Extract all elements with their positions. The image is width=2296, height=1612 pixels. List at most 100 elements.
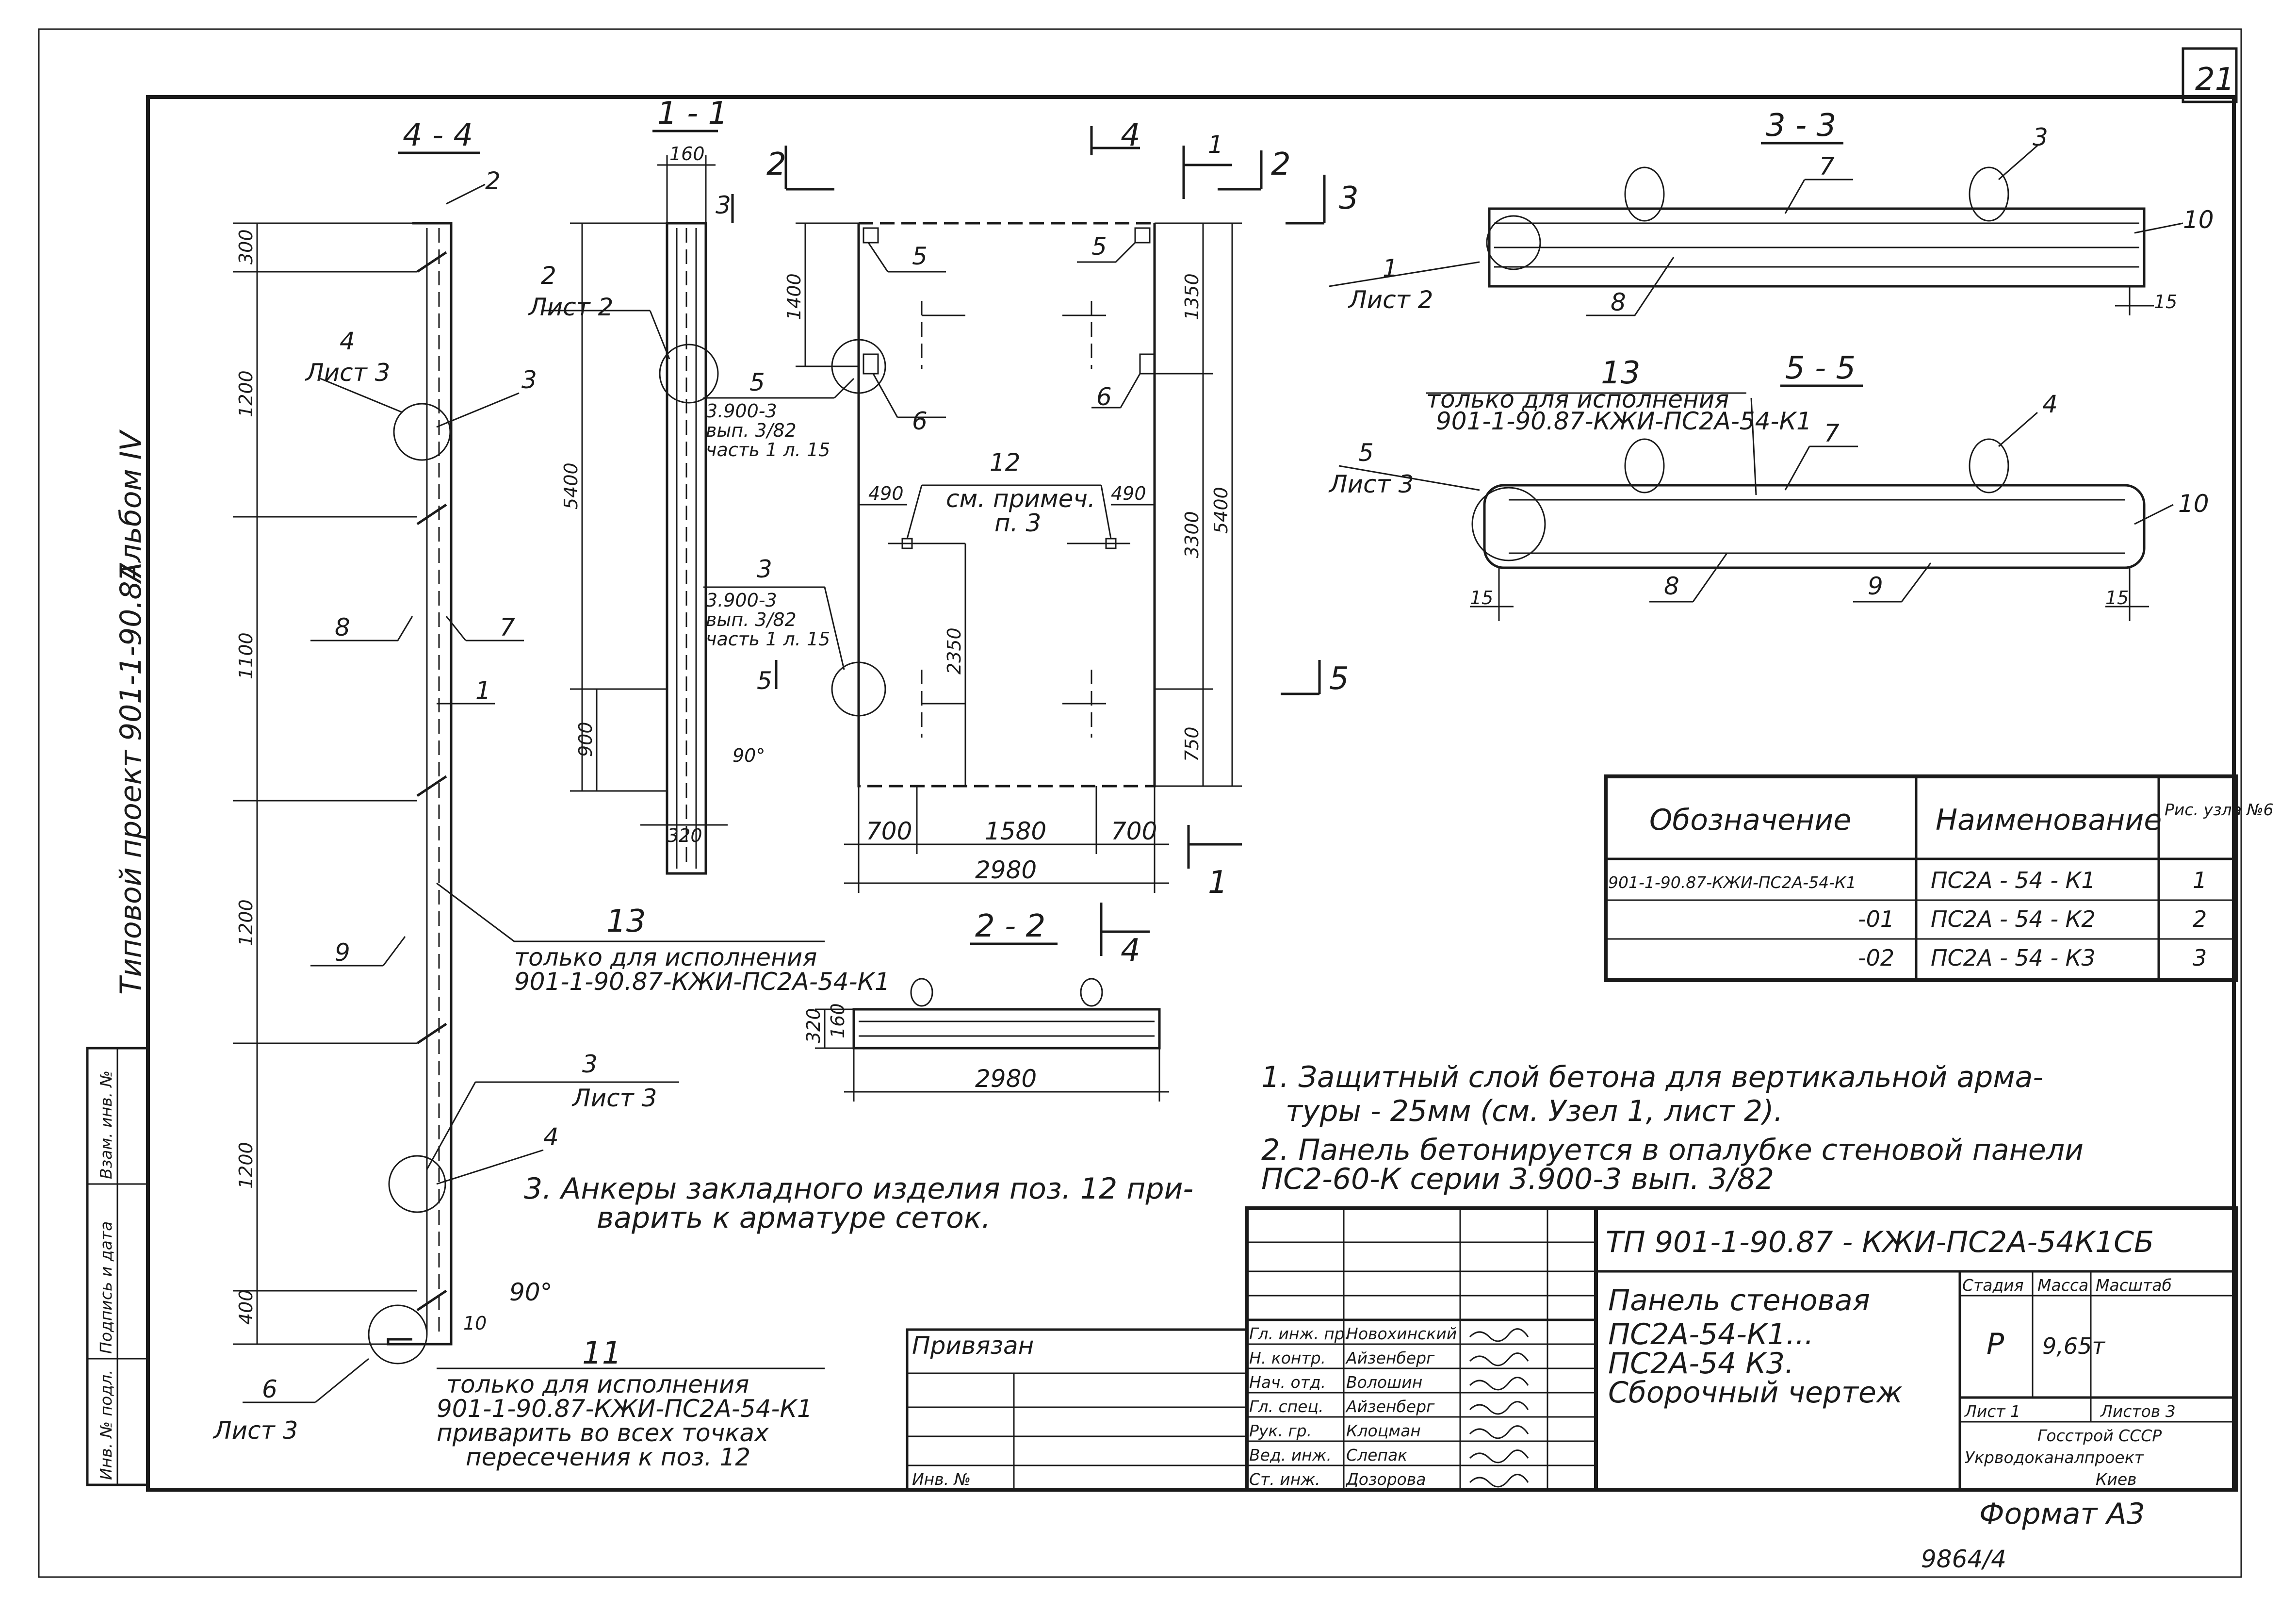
node-2-circle — [659, 344, 719, 404]
role-6: Вед. инж. — [1249, 1446, 1332, 1464]
callout-11-text3: приварить во всех точках — [437, 1419, 769, 1447]
note-3b: варить к арматуре сеток. — [597, 1201, 991, 1235]
mass-header: Масса — [2037, 1276, 2088, 1295]
callout-10-33: 10 — [2183, 206, 2214, 234]
callout-3-ref3: часть 1 л. 15 — [706, 628, 830, 650]
sheet-number-box — [2182, 47, 2238, 103]
section-1-1-title: 1 - 1 — [657, 96, 728, 132]
callout-4: 4 — [340, 327, 355, 355]
callout-11-text4: пересечения к поз. 12 — [466, 1443, 750, 1471]
person-7: Дозорова — [1345, 1470, 1426, 1489]
dim-160-22: 160 — [827, 1003, 848, 1038]
side-album-text: Альбом IV — [114, 429, 148, 584]
cut-5-left: 5 — [757, 667, 772, 695]
role-1: Гл. инж. пр. — [1249, 1324, 1350, 1343]
cut-2-top2: 2 — [1271, 147, 1291, 182]
binding-label: Привязан — [912, 1332, 1034, 1360]
callout-13-55-text2: 901-1-90.87-КЖИ-ПС2А-54-К1 — [1436, 407, 1812, 435]
callout-11-text2: 901-1-90.87-КЖИ-ПС2А-54-К1 — [437, 1395, 813, 1423]
callout-5-55: 5 — [1358, 439, 1374, 467]
callout-11-text1: только для исполнения — [446, 1370, 749, 1398]
role-7: Ст. инж. — [1249, 1470, 1320, 1489]
dim-700-left: 700 — [866, 817, 912, 845]
outer-frame — [38, 28, 2242, 1578]
callout-4b: 4 — [543, 1123, 559, 1151]
side-col-replace: Взам. инв. № — [97, 1070, 115, 1179]
callout-13-55: 13 — [1601, 355, 1640, 391]
dim-1200-top: 1200 — [235, 370, 257, 417]
side-col-inv: Инв. № подл. — [97, 1369, 115, 1480]
person-5: Клоцман — [1346, 1421, 1421, 1440]
callout-4-sheet: Лист 3 — [305, 359, 390, 387]
dim-320-22: 320 — [803, 1008, 824, 1043]
callout-2-11: 2 — [541, 262, 556, 290]
callout-8-55: 8 — [1664, 572, 1679, 600]
callout-9: 9 — [335, 938, 350, 967]
scale-header: Масштаб — [2096, 1276, 2172, 1295]
callout-5b: 5 — [1091, 232, 1107, 261]
spec-row3-name: ПС2А - 54 - К3 — [1931, 945, 2096, 971]
format-label: Формат А3 — [1979, 1497, 2145, 1531]
title-block: ТП 901-1-90.87 - КЖИ-ПС2А-54К1СБ Панель … — [1245, 1206, 2238, 1492]
sheet-number: 21 — [2195, 62, 2234, 98]
section-5-5-title: 5 - 5 — [1785, 350, 1856, 386]
cut-4-bottom: 4 — [1121, 933, 1140, 969]
dim-700-right: 700 — [1111, 817, 1157, 845]
callout-12-note2: п. 3 — [994, 509, 1041, 537]
section-5-5: 5 - 5 13 только для исполнения 901-1-90.… — [1328, 350, 2209, 621]
callout-7-55: 7 — [1824, 419, 1840, 447]
dim-90-11: 90° — [733, 745, 765, 766]
section-4-4-title: 4 - 4 — [403, 117, 473, 153]
callout-3-ref2: вып. 3/82 — [706, 609, 797, 630]
callout-13-55-text1: только для исполнения — [1426, 385, 1729, 413]
callout-12-note1: см. примеч. — [946, 485, 1095, 513]
callout-3b-sheet: Лист 3 — [571, 1084, 657, 1112]
panel-elevation: 2350 490 490 12 см. примеч. п. 3 5 5 6 6… — [703, 117, 1359, 901]
callout-5-ref2: вып. 3/82 — [706, 420, 797, 441]
spec-row2-name: ПС2А - 54 - К2 — [1931, 906, 2096, 932]
callout-5a: 5 — [912, 242, 928, 270]
dim-90-44: 90° — [509, 1278, 553, 1306]
callout-6a: 6 — [912, 407, 928, 435]
callout-11: 11 — [582, 1335, 621, 1371]
dim-15-33: 15 — [2154, 291, 2177, 313]
sheets-label: Листов 3 — [2100, 1402, 2176, 1421]
org-line-3: Киев — [2096, 1470, 2137, 1489]
note-3a: 3. Анкеры закладного изделия поз. 12 при… — [524, 1172, 1193, 1206]
spec-row2-node: 2 — [2193, 906, 2207, 932]
dim-2350: 2350 — [944, 627, 965, 674]
binding-block: Привязан Инв. № — [906, 1328, 1248, 1491]
callout-13: 13 — [606, 904, 646, 939]
spec-row1-name: ПС2А - 54 - К1 — [1931, 867, 2096, 893]
side-col-sign: Подпись и дата — [97, 1221, 115, 1354]
dim-1200-mid: 1200 — [235, 899, 257, 946]
stage-value: Р — [1987, 1327, 2004, 1361]
title-line-1: Панель стеновая — [1608, 1283, 1870, 1317]
org-line-1: Госстрой СССР — [2037, 1426, 2162, 1445]
callout-3-33: 3 — [2033, 123, 2048, 151]
dim-900: 900 — [575, 722, 596, 757]
stage-header: Стадия — [1962, 1276, 2024, 1295]
dim-3300: 3300 — [1181, 511, 1203, 558]
inventory-number: 9864/4 — [1921, 1545, 2006, 1573]
spec-header-name: Наименование — [1936, 803, 2162, 837]
dim-320: 320 — [667, 825, 702, 846]
cut-2-top: 2 — [766, 147, 786, 182]
spec-row1-node: 1 — [2193, 867, 2207, 893]
node-6-circle — [368, 1304, 428, 1365]
drawing-code: ТП 901-1-90.87 - КЖИ-ПС2А-54К1СБ — [1606, 1225, 2154, 1259]
role-3: Нач. отд. — [1249, 1373, 1326, 1392]
node-4-circle — [393, 403, 451, 461]
callout-2-11-sheet: Лист 2 — [528, 293, 613, 321]
cut-3-top: 3 — [716, 191, 731, 219]
spec-row2-code: -01 — [1858, 906, 1894, 932]
person-3: Волошин — [1346, 1373, 1422, 1392]
node-5-55-circle — [1471, 487, 1546, 561]
callout-5-55-sheet: Лист 3 — [1328, 470, 1414, 498]
dim-15-55-right: 15 — [2105, 587, 2129, 609]
dim-10: 10 — [463, 1313, 487, 1334]
section-4-4: 4 - 4 300 1200 1100 1200 1200 400 2 — [212, 117, 890, 1471]
dim-1350: 1350 — [1181, 273, 1203, 320]
spec-header-designation: Обозначение — [1649, 803, 1851, 837]
callout-3: 3 — [521, 366, 537, 394]
